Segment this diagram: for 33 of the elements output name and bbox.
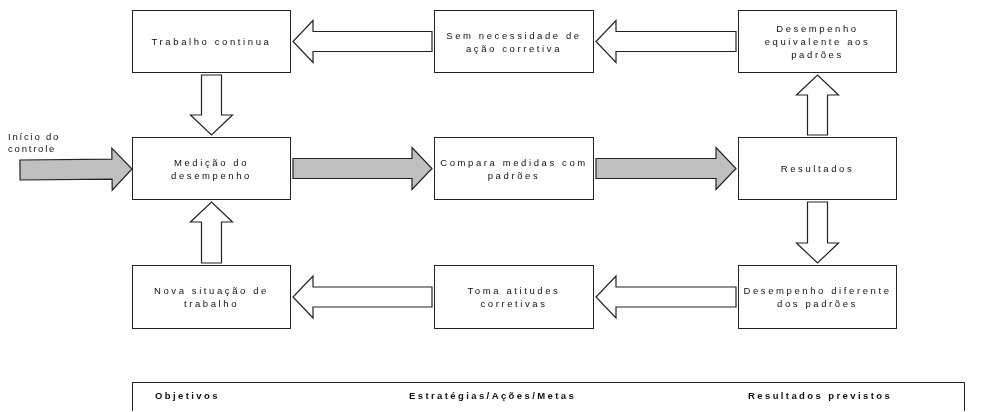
box-label: Medição do desempenho [170,155,253,182]
block-arrow [292,274,433,320]
box-label: Nova situação de trabalho [153,284,270,310]
block-arrow [595,146,737,191]
block-arrow [189,201,234,264]
column-header: Resultados previstos [748,390,893,401]
box-label: Sem necessidade de ação corretiva [445,28,583,55]
process-box [434,265,594,329]
box-label: Desempenho equivalente aos padrões [763,22,872,61]
box-label: Toma atitudes corretivas [466,284,562,310]
block-arrow [795,201,840,264]
box-label: Trabalho continua [151,35,272,48]
block-arrow [292,146,433,191]
block-arrow [595,19,737,64]
block-arrow [795,74,840,136]
process-box [738,265,897,329]
box-label: Desempenho diferente dos padrões [742,284,893,310]
block-arrow [595,274,737,320]
box-label: Compara medidas com padrões [439,155,589,182]
block-arrow [189,74,234,136]
process-box [738,10,897,73]
process-box [434,137,594,200]
process-box [132,10,291,73]
process-box [132,265,291,329]
block-arrow [19,146,133,192]
process-box [132,137,291,200]
box-label: Resultados [780,162,855,175]
column-header: Objetivos [155,390,220,401]
column-header: Estratégias/Ações/Metas [409,390,577,401]
block-arrow [292,19,433,64]
process-box [434,10,594,73]
process-box [738,137,897,200]
start-label: Início do controle [8,131,62,155]
